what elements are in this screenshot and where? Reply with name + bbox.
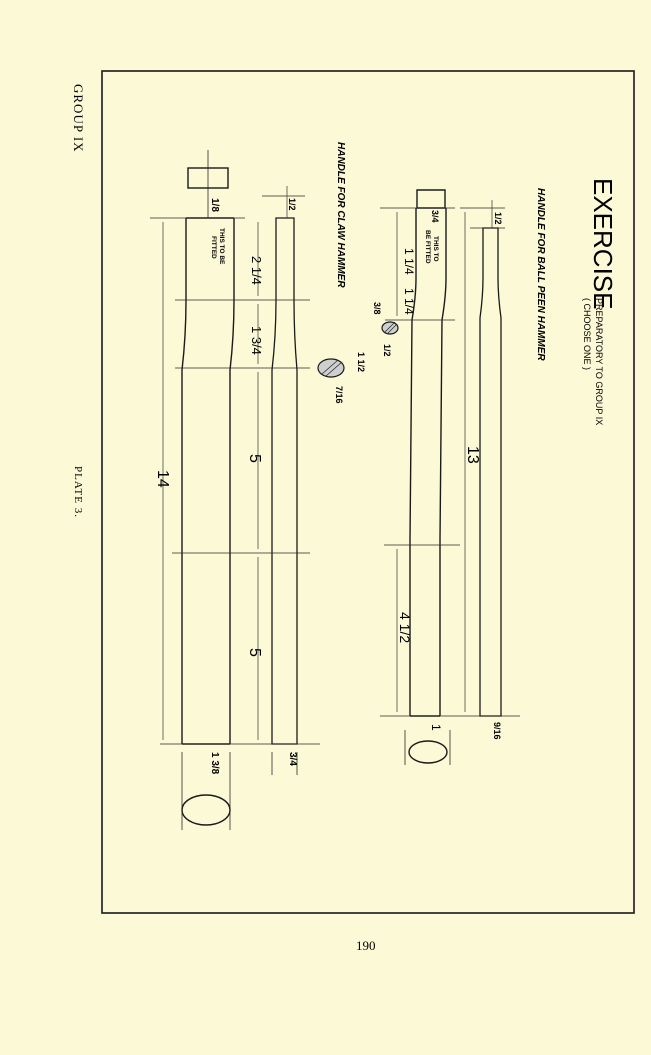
- drawing-border: [101, 70, 635, 914]
- claw-dim-a: 2 1/4: [249, 256, 264, 285]
- ball-peen-dim-a: 1 1/4: [402, 248, 416, 275]
- exercise-title: EXERCISE: [588, 178, 618, 310]
- ball-peen-dim-b: 1 1/4: [402, 288, 416, 315]
- ball-peen-title: HANDLE FOR BALL PEEN HAMMER: [535, 188, 546, 361]
- ball-peen-end-section: [408, 740, 448, 764]
- claw-dim-side-top: 1/2: [287, 198, 297, 211]
- ball-peen-front-outline: [416, 189, 446, 209]
- claw-dim-d: 5: [246, 648, 263, 657]
- claw-dim-total: 14: [154, 470, 171, 488]
- ball-peen-large-section: [317, 358, 345, 378]
- claw-note-2: FITTED: [210, 236, 217, 259]
- claw-front-outline: [181, 218, 187, 744]
- claw-dim-c: 5: [246, 454, 263, 463]
- ball-peen-dim-top: 3/4: [430, 210, 440, 223]
- claw-note-1: THIS TO BE: [218, 228, 225, 265]
- ball-peen-note-2: BE FITTED: [424, 230, 431, 264]
- claw-title: HANDLE FOR CLAW HAMMER: [335, 142, 346, 288]
- claw-dim-b: 1 3/4: [249, 326, 264, 355]
- ball-peen-dim-side-top: 1/2: [493, 212, 503, 225]
- ball-peen-section-small-h: 1/2: [382, 344, 392, 357]
- ball-peen-handle-drawing: HANDLE FOR BALL PEEN HAMMER THIS TO BE F…: [317, 188, 546, 765]
- group-label: GROUP IX: [71, 84, 86, 153]
- ball-peen-dim-end-width: 1: [429, 724, 443, 731]
- ball-peen-note-1: THIS TO: [432, 236, 439, 262]
- ball-peen-side-outline: [479, 227, 502, 717]
- page-number: 190: [356, 938, 376, 953]
- ball-peen-dim-end-length: 4 1/2: [397, 612, 413, 643]
- ball-peen-section-large-h: 1 1/2: [356, 352, 366, 372]
- exercise-subtitle: PREPARATORY TO GROUP IX: [594, 298, 604, 425]
- exercise-choose: ( CHOOSE ONE ): [582, 298, 592, 370]
- claw-side-outline: [271, 217, 298, 745]
- claw-dim-end-width: 1 3/8: [209, 752, 220, 775]
- claw-dim-top: 1/8: [209, 198, 220, 212]
- claw-end-section: [181, 794, 231, 826]
- plate-label: PLATE 3.: [72, 466, 84, 518]
- ball-peen-section-small-w: 3/8: [372, 302, 382, 315]
- title-block: EXERCISE PREPARATORY TO GROUP IX ( CHOOS…: [582, 178, 618, 425]
- claw-dim-end-thick: 3/4: [287, 752, 298, 766]
- ball-peen-dim-total: 13: [464, 446, 481, 464]
- ball-peen-dim-end-thick: 9/16: [492, 722, 502, 740]
- claw-handle-drawing: HANDLE FOR CLAW HAMMER THIS TO BE FITTED…: [150, 142, 346, 830]
- ball-peen-section-large-w: 7/16: [334, 386, 344, 404]
